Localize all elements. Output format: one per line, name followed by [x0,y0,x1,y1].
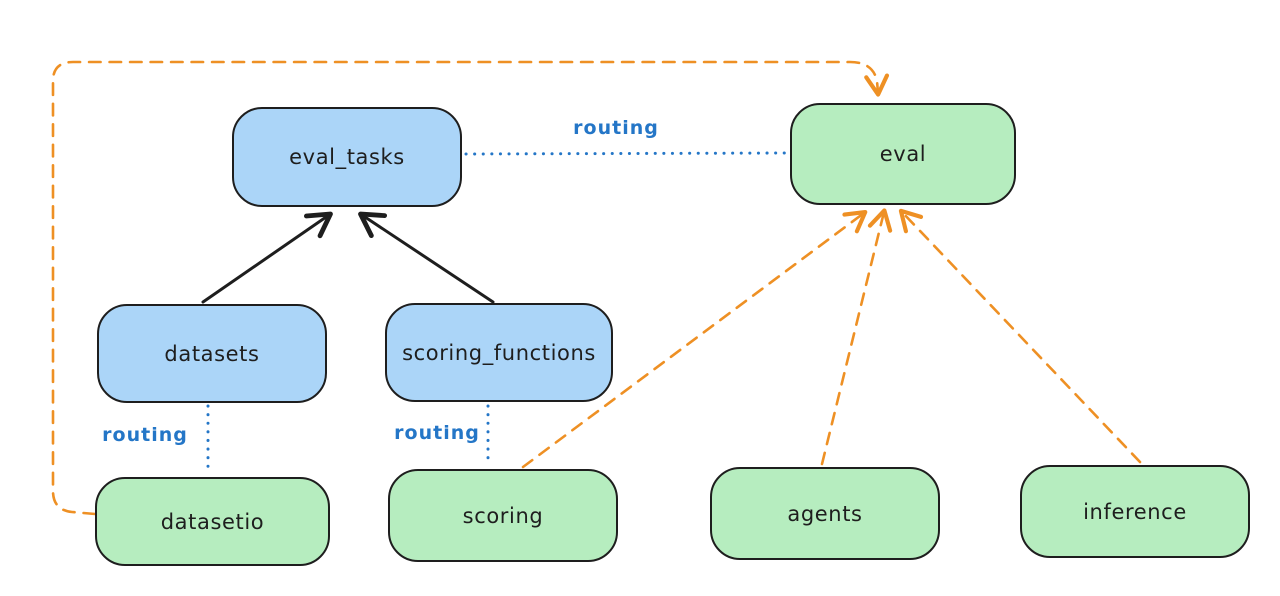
edge-routing-eval-tasks-to-eval [464,151,788,156]
label-routing-eval-tasks-eval: routing [573,117,659,139]
label-routing-scoring-functions-scoring: routing [394,422,480,444]
node-scoring-functions: scoring_functions [385,303,613,402]
node-eval: eval [790,103,1016,205]
node-datasets-label: datasets [164,341,260,366]
node-datasetio: datasetio [95,477,330,566]
node-agents: agents [710,467,940,560]
edge-scoring-to-eval [521,209,868,469]
node-datasets: datasets [97,304,327,403]
node-inference-label: inference [1083,499,1187,524]
node-datasetio-label: datasetio [160,509,265,534]
node-scoring-functions-label: scoring_functions [402,340,596,365]
node-scoring-label: scoring [462,503,544,528]
edge-datasetio-to-eval [51,60,890,516]
node-agents-label: agents [787,501,863,526]
edge-agents-to-eval [820,208,893,466]
node-scoring: scoring [388,469,618,562]
node-inference: inference [1020,465,1250,558]
edge-scoring-functions-to-eval-tasks [358,211,495,304]
node-eval-label: eval [879,142,927,166]
node-eval-tasks-label: eval_tasks [289,145,405,169]
edge-datasets-to-eval-tasks [201,211,333,304]
label-routing-datasets-datasetio: routing [102,424,188,446]
node-eval-tasks: eval_tasks [232,107,462,207]
edge-inference-to-eval [898,208,1142,464]
